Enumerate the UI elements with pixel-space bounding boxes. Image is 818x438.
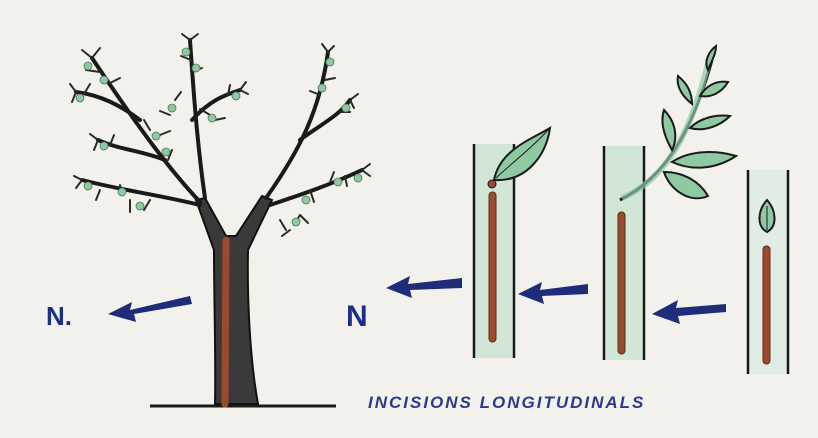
arrow-stem3-left xyxy=(652,300,726,324)
stem-3 xyxy=(748,170,788,374)
stem-2-leaves xyxy=(662,46,736,198)
tree-branches xyxy=(76,40,362,205)
north-label-stems: N xyxy=(346,300,368,333)
tree-trunk xyxy=(196,196,272,404)
trunk-incision xyxy=(225,240,226,404)
tree xyxy=(70,34,370,406)
stem-3-incision xyxy=(763,246,770,364)
stem-2-incision xyxy=(618,212,625,354)
stem-1-incision xyxy=(489,192,496,342)
arrow-tree-left xyxy=(108,296,192,322)
arrow-stem1-left xyxy=(386,276,462,298)
north-label-tree: N. xyxy=(46,301,72,331)
arrow-stem2-left xyxy=(518,282,588,304)
tree-foliage xyxy=(76,48,362,226)
stem-1 xyxy=(474,128,550,358)
caption-text: INCISIONS LONGITUDINALS xyxy=(368,393,645,412)
